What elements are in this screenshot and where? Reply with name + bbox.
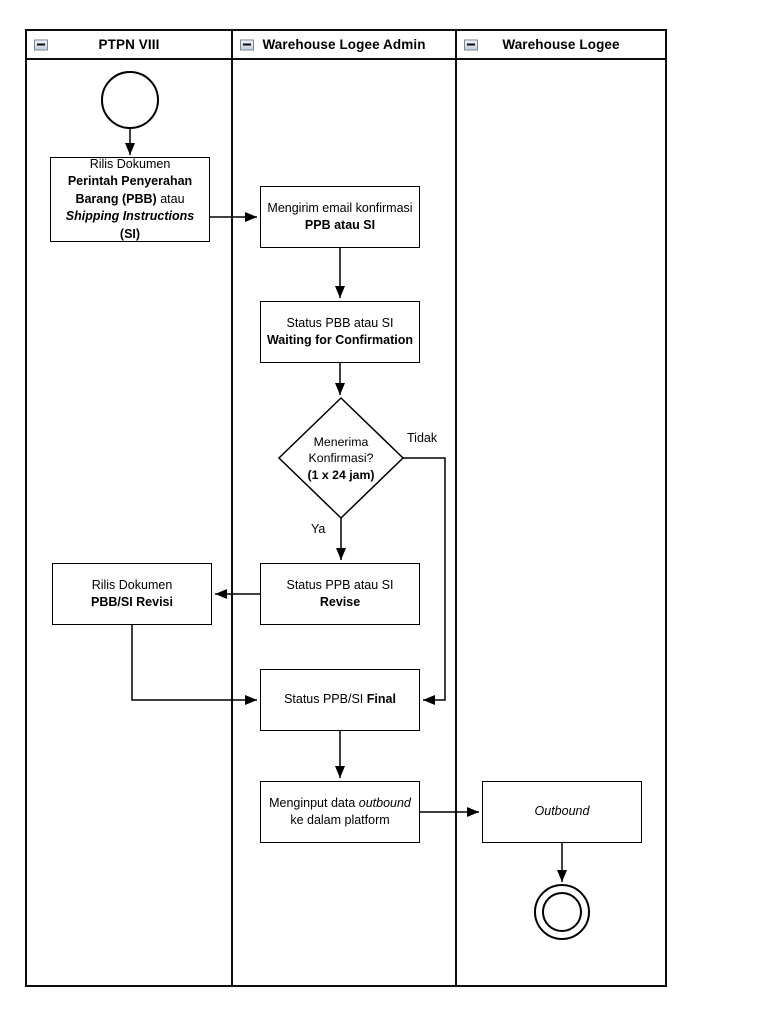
text-segment: (1 x 24 jam) <box>307 467 375 482</box>
task-outbound: Outbound <box>482 781 642 843</box>
task-menginput-data-outbound: Menginput data outbound ke dalam platfor… <box>260 781 420 843</box>
task-text-line: Konfirmasi? <box>279 450 403 466</box>
text-segment: outbound <box>358 795 411 810</box>
task-text-line: Revise <box>320 594 360 612</box>
minus-glyph <box>37 43 45 46</box>
text-segment: atau <box>156 191 185 206</box>
task-text-line: PBB/SI Revisi <box>91 594 173 612</box>
text-segment: Rilis Dokumen <box>91 577 173 592</box>
lane-header-ptpn-viii: PTPN VIII <box>27 31 231 60</box>
edge-label-tidak: Tidak <box>407 431 438 445</box>
task-status-waiting-for-confirmation: Status PBB atau SI Waiting for Confirmat… <box>260 301 420 363</box>
text-segment: Konfirmasi? <box>308 451 374 466</box>
task-text-line: Status PBB atau SI <box>286 315 393 333</box>
text-segment: PBB/SI Revisi <box>91 595 173 609</box>
collapse-minus-icon[interactable] <box>464 39 478 50</box>
text-segment: Menginput data <box>269 795 359 810</box>
start-event-circle <box>101 71 159 129</box>
task-text-line: Mengirim email konfirmasi <box>267 200 412 218</box>
lane-header-warehouse-logee: Warehouse Logee <box>457 31 665 60</box>
decision-label-menerima-konfirmasi: Menerima Konfirmasi? (1 x 24 jam) <box>279 434 403 483</box>
lane-title: PTPN VIII <box>98 37 160 52</box>
text-segment: Status PBB atau SI <box>286 315 394 330</box>
text-segment: ke dalam platform <box>290 813 390 827</box>
task-status-final: Status PPB/SI Final <box>260 669 420 731</box>
text-segment: Barang (PBB) <box>75 191 157 206</box>
text-segment: Menerima <box>313 435 369 449</box>
task-text-line: Waiting for Confirmation <box>267 332 413 350</box>
text-segment: Shipping Instructions <box>65 209 195 224</box>
text-segment: Status PPB atau SI <box>286 577 394 592</box>
task-text-line: (1 x 24 jam) <box>279 467 403 483</box>
task-text-line: Rilis Dokumen <box>92 577 173 595</box>
text-segment: Revise <box>319 595 361 609</box>
minus-glyph <box>467 43 475 46</box>
collapse-minus-icon[interactable] <box>34 39 48 50</box>
end-event-inner-circle <box>542 892 582 932</box>
task-text-line: Status PPB atau SI <box>286 577 393 595</box>
lane-warehouse-logee-admin: Warehouse Logee Admin <box>233 31 457 985</box>
connector-revisi-to-final <box>131 625 257 705</box>
text-segment: Rilis Dokumen <box>89 156 171 171</box>
task-rilis-dokumen-pbb-si: Rilis Dokumen Perintah Penyerahan Barang… <box>50 157 210 242</box>
text-segment: Final <box>366 692 396 707</box>
task-text-line: Outbound <box>535 803 590 821</box>
lane-title: Warehouse Logee Admin <box>262 37 426 52</box>
text-segment: Status PPB/SI <box>284 692 367 707</box>
task-mengirim-email-konfirmasi: Mengirim email konfirmasi PPB atau SI <box>260 186 420 248</box>
task-text-line: Perintah Penyerahan <box>68 173 192 191</box>
edge-label-ya: Ya <box>311 522 326 536</box>
minus-glyph <box>243 43 251 46</box>
task-text-line: Shipping Instructions (SI) <box>55 208 205 243</box>
task-text-line: Status PPB/SI Final <box>284 691 396 709</box>
lane-title: Warehouse Logee <box>502 37 620 52</box>
text-segment: (SI) <box>119 226 141 241</box>
task-rilis-dokumen-pbb-si-revisi: Rilis Dokumen PBB/SI Revisi <box>52 563 212 625</box>
task-text-line: ke dalam platform <box>290 812 389 830</box>
task-status-revise: Status PPB atau SI Revise <box>260 563 420 625</box>
text-segment: Perintah Penyerahan <box>67 174 193 189</box>
collapse-minus-icon[interactable] <box>240 39 254 50</box>
connector-decision-tidak-to-final <box>403 457 446 705</box>
lane-warehouse-logee: Warehouse Logee <box>457 31 665 985</box>
text-segment: PPB atau SI <box>304 218 376 232</box>
text-segment: Outbound <box>534 804 590 819</box>
text-segment: Mengirim email konfirmasi <box>267 200 413 215</box>
task-text-line: PPB atau SI <box>305 217 375 235</box>
lane-ptpn-viii: PTPN VIII <box>27 31 233 985</box>
task-text-line: Menginput data outbound <box>269 795 411 813</box>
lane-header-warehouse-logee-admin: Warehouse Logee Admin <box>233 31 455 60</box>
task-text-line: Barang (PBB) atau <box>75 191 184 209</box>
task-text-line: Rilis Dokumen <box>90 156 171 174</box>
task-text-line: Menerima <box>279 434 403 450</box>
text-segment: Waiting for Confirmation <box>266 333 414 347</box>
